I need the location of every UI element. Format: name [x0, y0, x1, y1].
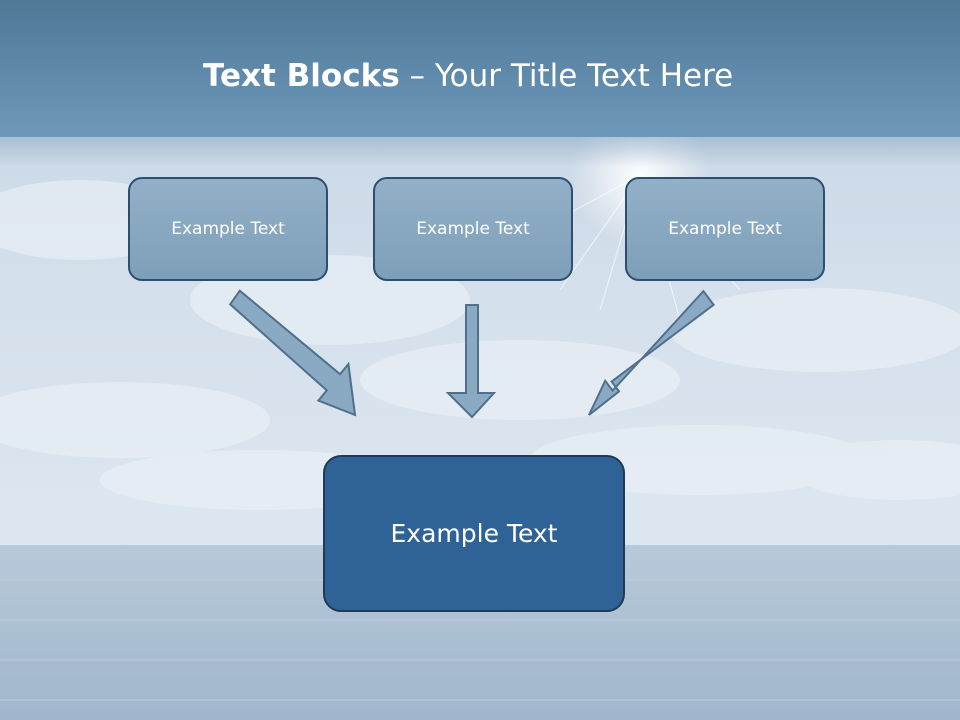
arrow-left-to-target	[228, 289, 357, 417]
text-block-left[interactable]: Example Text	[128, 177, 328, 281]
text-block-center-label: Example Text	[416, 219, 530, 239]
header-band	[0, 0, 960, 137]
title-rest: – Your Title Text Here	[399, 58, 734, 94]
text-block-right-label: Example Text	[668, 219, 782, 239]
slide-title: Text Blocks – Your Title Text Here	[203, 52, 733, 100]
text-block-left-label: Example Text	[171, 219, 285, 239]
header-fade	[0, 137, 960, 167]
text-block-center[interactable]: Example Text	[373, 177, 573, 281]
title-bold: Text Blocks	[203, 58, 400, 94]
arrow-center-to-target	[445, 304, 497, 419]
text-block-target-label: Example Text	[390, 519, 558, 548]
arrow-right-to-target	[588, 289, 715, 416]
text-block-target[interactable]: Example Text	[323, 455, 625, 612]
text-block-right[interactable]: Example Text	[625, 177, 825, 281]
